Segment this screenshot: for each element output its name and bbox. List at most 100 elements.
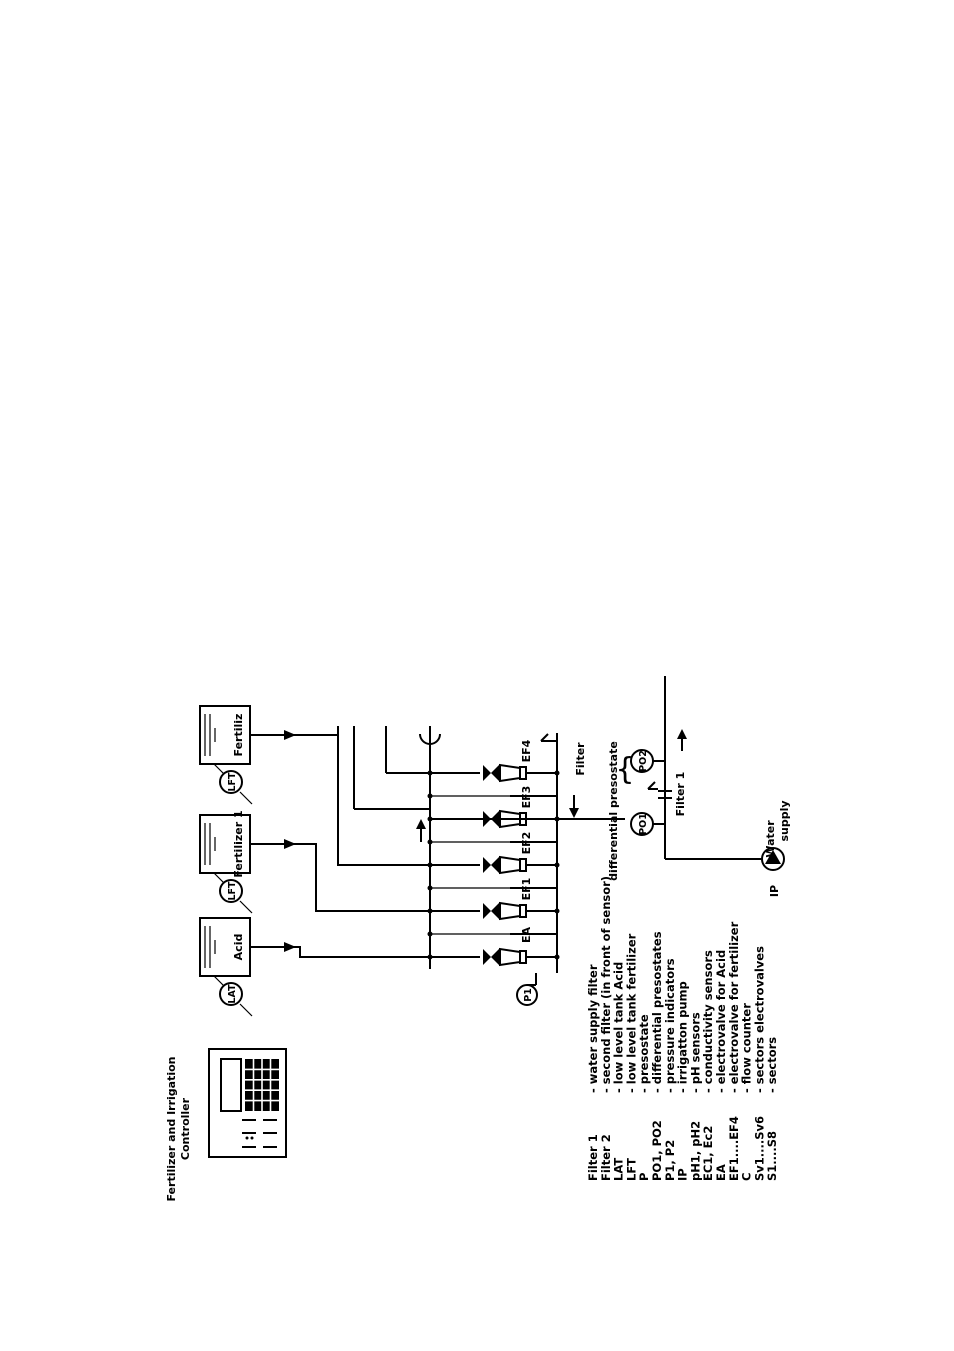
controller-title-line1: Fertilizer and Irrigation [165, 1056, 178, 1201]
sensor-lead [213, 872, 225, 884]
electrovalve [483, 765, 499, 781]
injector-tip [519, 950, 527, 964]
tank-feed-pipe [250, 946, 430, 958]
legend-abbr: LAT [612, 1158, 626, 1181]
water-supply-section: differential presostate } PO1 PO2 Filter… [607, 676, 791, 897]
valve-branch: EA [427, 927, 560, 967]
controller-title-line2: Controller [179, 1097, 192, 1160]
po2-label: PO2 [638, 750, 649, 772]
po1-label: PO1 [638, 813, 649, 835]
controller-display [220, 1058, 242, 1112]
outflow-arrow [677, 729, 687, 739]
controller-box [208, 1048, 287, 1158]
controller-buttons [242, 1119, 277, 1148]
junction [554, 770, 560, 776]
filter1-label: Filter 1 [674, 772, 687, 817]
valve-label: EF4 [520, 739, 533, 762]
sensor-lead [239, 1003, 253, 1017]
level-sensor [219, 770, 243, 794]
water-supply-line1: Water [764, 820, 777, 858]
electrovalve [483, 903, 499, 919]
legend-desc: - sectors electrovalves [752, 946, 766, 1093]
tank: Fertilizer 1 LFT [199, 810, 300, 914]
valve-branch: EF2 [427, 832, 560, 875]
ip-label: IP [768, 885, 781, 897]
inlet-cap [419, 733, 441, 745]
legend-abbr: Filter 1 [586, 1134, 600, 1181]
legend-desc: - electrovalve for Acid [714, 950, 728, 1093]
legend-abbr: S1....S8 [765, 1131, 779, 1181]
legend-desc: - flow counter [740, 1003, 754, 1093]
legend-desc: - conductivity sensors [701, 950, 715, 1093]
legend-desc: - second filter (in front of sensor) [599, 876, 613, 1093]
sensor-lead [213, 763, 225, 775]
legend-abbr: LFT [624, 1158, 638, 1181]
valve-branch: EF4 [427, 739, 560, 783]
controller: Fertilizer and Irrigation Controller [165, 1048, 287, 1202]
injector-tip [519, 766, 527, 780]
water-supply-line2: supply [778, 800, 791, 841]
tank-feed-pipe [250, 734, 430, 866]
tank-feed-pipe [250, 843, 430, 912]
legend-desc: - presostate [637, 1014, 651, 1093]
legend-desc: - pH sensors [688, 1012, 702, 1093]
legend-desc: - water supply filter [586, 964, 600, 1093]
sensor-lead [213, 975, 225, 987]
legend-desc: - pressure indicators [663, 958, 677, 1093]
level-sensor [219, 982, 243, 1006]
legend-desc: - irrigatton pump [676, 981, 690, 1093]
injector-tip [519, 858, 527, 872]
tank-label: Fertiliz [232, 714, 245, 757]
legend-abbr: IP [676, 1168, 690, 1181]
legend-abbr: EC1, Ec2 [701, 1126, 715, 1181]
legend-abbr: Sv1....Sv6 [752, 1116, 766, 1181]
junction [554, 862, 560, 868]
legend-abbr: PO1, PO2 [650, 1120, 664, 1181]
legend-abbr: P1, P2 [663, 1140, 677, 1181]
tank-label: Acid [232, 934, 245, 961]
tank-label: Fertilizer 1 [232, 810, 245, 877]
p1-label: P1 [523, 988, 534, 1002]
electrovalve [483, 949, 499, 965]
legend-abbr: EF1....EF4 [727, 1116, 741, 1181]
legend-abbr: P [637, 1173, 651, 1181]
diff-presostate-label: differential presostate [607, 741, 620, 881]
pressure-indicator-p1: P1 [516, 973, 538, 1006]
injector [499, 947, 521, 967]
controller-keypad [245, 1059, 279, 1111]
legend-abbr: pH1, pH2 [688, 1121, 702, 1181]
irrigation-pump [761, 847, 785, 871]
filter-top-label: Filter [574, 742, 587, 776]
junction [554, 908, 560, 914]
brace: } [615, 753, 634, 788]
sensor-lead [239, 791, 253, 805]
level-sensor [219, 879, 243, 903]
legend-abbr: C [740, 1173, 754, 1181]
valve-branch: EF1 [427, 878, 560, 921]
flow-arrows [416, 795, 579, 842]
level-sensor-label: LAT [227, 984, 238, 1004]
injector [499, 763, 521, 783]
electrovalve [483, 857, 499, 873]
injector-tip [519, 904, 527, 918]
legend-desc: - low level tank Acid [612, 962, 626, 1093]
legend-desc: - electrovalve for fertilizer [727, 921, 741, 1093]
legend-desc: - sectors [765, 1037, 779, 1093]
level-sensor-label: LFT [227, 881, 238, 901]
sensor-lead [239, 900, 253, 914]
injector [499, 901, 521, 921]
filter-top: Filter [540, 733, 587, 776]
legend-abbr: EA [714, 1164, 728, 1181]
legend-desc: - low level tank fertilizer [624, 933, 638, 1093]
level-sensor-label: LFT [227, 772, 238, 792]
legend-abbr: Filter 2 [599, 1134, 613, 1181]
junction [554, 954, 560, 960]
legend-desc: - differential presostates [650, 931, 664, 1093]
injector [499, 855, 521, 875]
